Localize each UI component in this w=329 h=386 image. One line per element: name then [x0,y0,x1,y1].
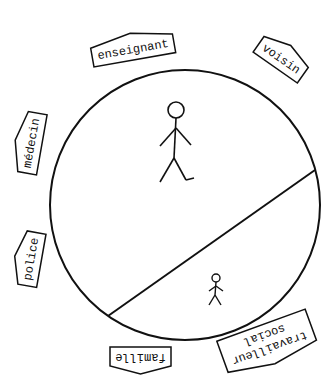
house-shape [253,29,313,82]
node-label: famille [115,350,166,364]
house-box: famille [109,346,172,375]
house-box: voisin [252,28,315,84]
house-box: travailleur social [216,307,321,380]
house-shape [9,110,46,175]
house-shape [110,347,171,374]
circle-outline [50,70,320,340]
divider-line [108,170,315,316]
house-box: police [9,228,47,288]
house-shape [217,309,319,380]
house-shape [10,229,46,287]
house-box: médecin [8,108,47,175]
large-stick-figure [160,102,194,182]
house-shape [89,25,175,66]
house-box: enseignant [88,24,177,67]
small-stick-figure [209,274,223,305]
